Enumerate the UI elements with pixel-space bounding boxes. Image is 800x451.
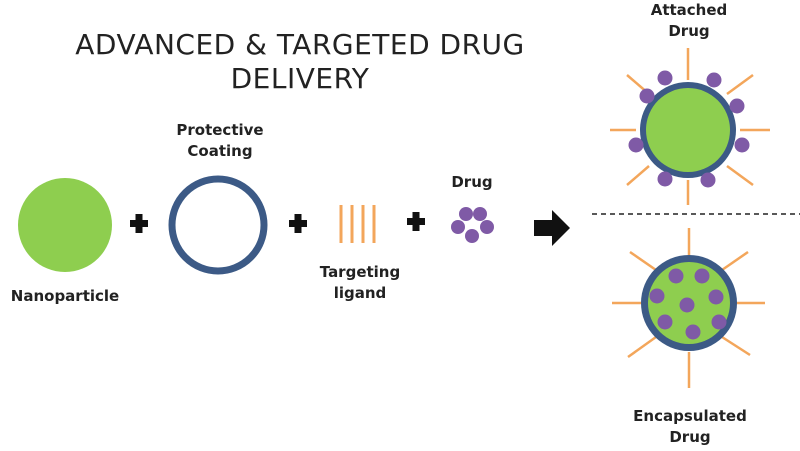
attached-drug-label: Attached Drug xyxy=(630,0,748,42)
encapsulated-drug-line-1: Encapsulated xyxy=(633,407,747,425)
attached-drug-line-2: Drug xyxy=(668,22,710,40)
protective-coating-label: Protective Coating xyxy=(150,120,290,162)
encapsulated-drug-ligands xyxy=(612,228,765,388)
drug-label: Drug xyxy=(451,173,493,191)
plus-icon-3 xyxy=(407,212,425,231)
attached-drug-core xyxy=(646,88,730,172)
arrow-right-icon xyxy=(534,210,570,246)
title-line-2: DELIVERY xyxy=(230,62,370,95)
encapsulated-drug-label: Encapsulated Drug xyxy=(620,406,760,448)
protective-coating-ring xyxy=(168,175,268,275)
attached-drug-molecules xyxy=(628,70,750,188)
plus-icon-1 xyxy=(130,214,148,233)
protective-coating-line-1: Protective xyxy=(176,121,264,139)
nanoparticle-circle xyxy=(18,178,112,272)
title-line-1: ADVANCED & TARGETED DRUG xyxy=(75,28,525,61)
plus-icon-2 xyxy=(289,214,307,233)
attached-drug-ligands xyxy=(610,48,770,205)
attached-drug-line-1: Attached xyxy=(650,1,728,19)
targeting-ligand-line-2: ligand xyxy=(333,284,387,302)
targeting-ligand-lines xyxy=(339,205,376,243)
drug-cluster xyxy=(451,207,494,243)
nanoparticle-label: Nanoparticle xyxy=(10,287,120,305)
encapsulated-drug-molecules xyxy=(649,268,727,340)
protective-coating-line-2: Coating xyxy=(187,142,253,160)
targeting-ligand-label: Targeting ligand xyxy=(300,262,420,304)
encapsulated-drug-line-2: Drug xyxy=(669,428,711,446)
diagram-title: ADVANCED & TARGETED DRUG DELIVERY xyxy=(20,28,580,96)
targeting-ligand-line-1: Targeting xyxy=(319,263,401,281)
